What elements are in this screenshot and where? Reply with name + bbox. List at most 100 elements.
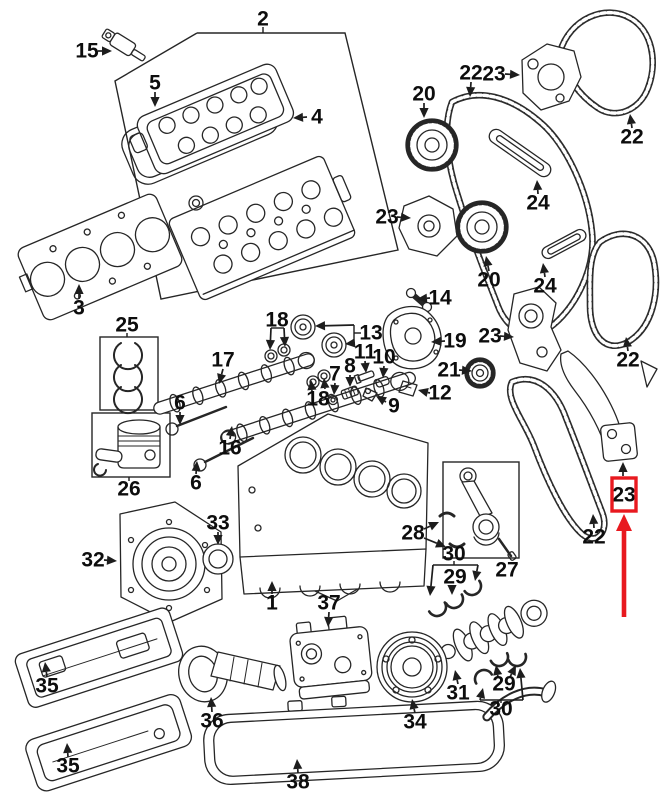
- leader-arrowhead: [427, 522, 439, 531]
- leader-arrowhead: [589, 514, 599, 525]
- piston-assembly: [93, 419, 161, 477]
- oil-pan-upper: [14, 607, 184, 708]
- chain-tensioner-arm: [559, 350, 658, 462]
- valve-train-small-parts: [327, 370, 418, 406]
- cam-seal: [188, 195, 204, 211]
- part-label-38: 38: [286, 771, 310, 794]
- cam-sprocket-lower: [455, 200, 509, 254]
- part-label-22: 22: [616, 349, 639, 372]
- crank-pulley: [376, 631, 448, 703]
- thrust-washers-lower: [473, 651, 528, 685]
- leader-line: [384, 400, 387, 403]
- leader-arrowhead: [376, 396, 387, 406]
- part-label-36: 36: [200, 710, 223, 733]
- part-label-6: 6: [174, 392, 186, 415]
- leader-arrowhead: [418, 387, 429, 397]
- part-label-19: 19: [443, 330, 466, 353]
- part-label-22: 22: [620, 126, 643, 149]
- part-label-23[interactable]: 23: [612, 484, 635, 507]
- leader-arrowhead: [476, 688, 486, 699]
- leader-arrowhead: [267, 581, 277, 591]
- head-gasket: [17, 193, 183, 321]
- oil-pump: [289, 615, 373, 700]
- leader-line: [509, 673, 513, 678]
- leader-arrowhead: [345, 377, 355, 387]
- group-leader: [114, 32, 399, 300]
- leader-arrowhead: [379, 367, 389, 378]
- part-label-25: 25: [115, 314, 139, 337]
- camshaft-sensor: [101, 28, 146, 62]
- camshaft-intake: [153, 351, 315, 415]
- leader-arrowhead: [307, 380, 317, 391]
- cylinder-head: [168, 155, 356, 301]
- leader-line: [324, 324, 355, 327]
- group-box: [442, 461, 520, 559]
- leader-arrowhead: [435, 538, 446, 548]
- part-label-9: 9: [388, 395, 400, 418]
- leader-arrowhead: [400, 212, 411, 222]
- part-label-23: 23: [375, 206, 398, 229]
- part-label-33: 33: [206, 512, 229, 535]
- leader-arrowhead: [41, 662, 51, 673]
- leader-line: [456, 679, 459, 685]
- part-label-23: 23: [478, 325, 501, 348]
- chain-tensioner-lower: [507, 286, 562, 372]
- leader-line: [626, 346, 629, 352]
- leader-arrowhead: [217, 373, 227, 384]
- leader-arrowhead: [431, 336, 442, 346]
- leader-arrowhead: [213, 535, 223, 545]
- oil-pan-lower: [25, 693, 193, 792]
- leader-line: [476, 564, 479, 572]
- part-label-14: 14: [428, 287, 452, 310]
- rear-main-seal: [202, 543, 234, 575]
- part-label-20: 20: [412, 83, 435, 106]
- part-label-11: 11: [354, 341, 377, 364]
- highlight-box[interactable]: [610, 476, 638, 513]
- leader-arrowhead: [320, 378, 330, 389]
- leader-arrowhead: [207, 697, 217, 708]
- leader-arrowhead: [493, 665, 503, 676]
- leader-line: [427, 391, 431, 394]
- part-label-18: 18: [306, 388, 330, 411]
- crankshaft: [424, 599, 548, 665]
- part-label-22: 22: [459, 62, 482, 85]
- highlight-arrowhead: [616, 514, 632, 531]
- leader-line: [423, 537, 438, 545]
- leader-line: [430, 564, 434, 587]
- leader-arrowhead: [150, 97, 160, 107]
- leader-arrowhead: [293, 112, 304, 122]
- leader-arrowhead: [74, 284, 84, 294]
- part-label-28: 28: [401, 522, 425, 545]
- part-label-22: 22: [582, 526, 605, 549]
- leader-arrowhead: [315, 321, 326, 331]
- part-label-34: 34: [403, 711, 427, 734]
- leader-line: [413, 708, 416, 714]
- leader-arrowhead: [293, 759, 303, 770]
- leader-line: [520, 677, 524, 701]
- leader-line: [269, 327, 272, 341]
- leader-arrowhead: [106, 555, 117, 565]
- leader-line: [543, 272, 546, 278]
- part-label-15: 15: [75, 40, 99, 63]
- leader-arrowhead: [191, 461, 201, 472]
- leader-arrowhead: [622, 337, 632, 348]
- part-label-12: 12: [428, 382, 451, 405]
- leader-arrowhead: [324, 616, 334, 627]
- leader-arrowhead: [483, 256, 493, 267]
- leader-arrowhead: [419, 108, 429, 118]
- leader-arrowhead: [417, 293, 428, 303]
- leader-arrowhead: [102, 46, 112, 56]
- part-label-35: 35: [35, 675, 59, 698]
- connecting-rod: [459, 467, 517, 561]
- leader-arrowhead: [533, 180, 543, 191]
- part-label-21: 21: [437, 359, 461, 382]
- leader-arrowhead: [175, 415, 185, 425]
- leader-arrowhead: [461, 365, 472, 375]
- timing-chain-upper: [443, 91, 596, 338]
- chain-tensioner-mid: [398, 195, 458, 257]
- part-label-37: 37: [317, 592, 340, 615]
- leader-arrowhead: [279, 336, 290, 347]
- chain-guide-mid: [541, 228, 587, 260]
- part-label-5: 5: [149, 72, 161, 95]
